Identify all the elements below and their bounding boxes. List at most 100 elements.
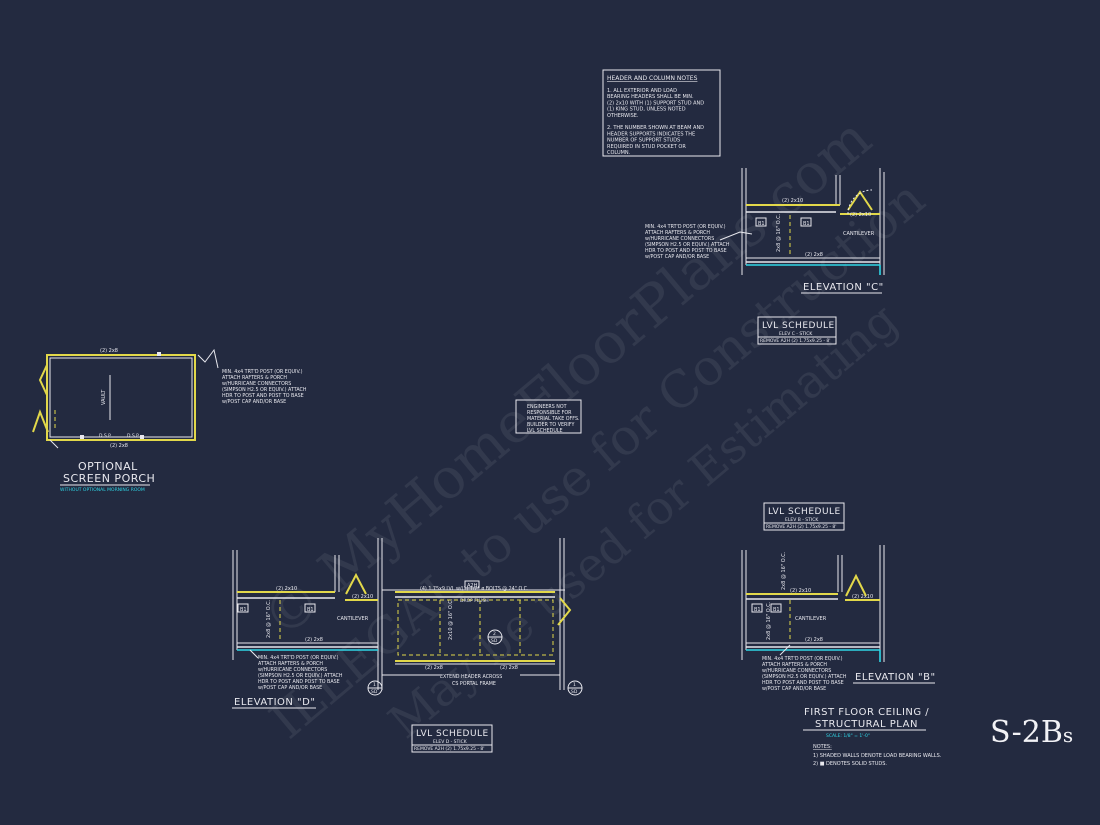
- sheet-number: S-2Bs: [990, 715, 1073, 750]
- post-note-d-line: HDR TO POST AND POST TO BASE: [258, 679, 340, 685]
- elev-b-header-label-2: (2) 2x10: [852, 594, 873, 600]
- elev-d-bottom-label: (2) 2x8: [305, 637, 323, 643]
- elev-d-extend-note-1: EXTEND HEADER ACROSS: [440, 674, 502, 680]
- elev-d-header-label-2: (2) 2x10: [352, 594, 373, 600]
- porch-dsp-1: D.S.P.: [99, 433, 112, 439]
- elev-d-section2-num: 2: [493, 631, 496, 637]
- post-note-porch-line: ATTACH RAFTERS & PORCH: [222, 375, 287, 381]
- post-note-c-line: MIN. 4x4 TRT'D POST (OR EQUIV.): [645, 224, 726, 230]
- elev-c-bottom-label: (2) 2x8: [805, 252, 823, 258]
- engineer-note-line: BUILDER TO VERIFY: [527, 422, 575, 428]
- post-note-porch-line: MIN. 4x4 TRT'D POST (OR EQUIV.): [222, 369, 303, 375]
- elev-c-tag: B1: [758, 221, 765, 227]
- post-note-d-line: w/HURRICANE CONNECTORS: [258, 667, 327, 673]
- lvl-c-row: REMOVE A2H (2) 1.75x9.25 - 8': [760, 338, 831, 344]
- elev-c-header-label: (2) 2x10: [782, 198, 803, 204]
- engineer-note-line: LVL SCHEDULE: [527, 428, 563, 434]
- elev-d-section2-sheet: SD: [491, 638, 498, 644]
- sheet-number-main: S-2B: [990, 715, 1063, 750]
- post-note-d-line: MIN. 4x4 TRT'D POST (OR EQUIV.): [258, 655, 339, 661]
- elev-d-title: ELEVATION "D": [234, 697, 315, 708]
- plan-title-1: FIRST FLOOR CEILING /: [804, 707, 929, 718]
- lvl-d-sub: ELEV D - STICK: [433, 739, 468, 745]
- post-note-c-line: HDR TO POST AND POST TO BASE: [645, 248, 727, 254]
- elev-b-tag: B1: [754, 607, 761, 613]
- elev-d-tag-2: B1: [307, 607, 314, 613]
- elev-d-portal-bottom-2: (2) 2x8: [500, 665, 518, 671]
- engineer-note-line: MATERIAL TAKE OFFS.: [527, 416, 580, 422]
- elev-d-tag: B1: [240, 607, 247, 613]
- header-note-line: 2. THE NUMBER SHOWN AT BEAM AND: [607, 125, 704, 131]
- sheet-number-suffix: s: [1062, 723, 1074, 747]
- elevation-d-framing: B1 B1 (2) 2x10 (2) 2x10 (2) 2x8 CANTILEV…: [232, 538, 583, 709]
- post-note-b-line: HDR TO POST AND POST TO BASE: [762, 680, 844, 686]
- plan-scale: SCALE: 1/8" = 1'-0": [826, 733, 870, 739]
- lvl-schedule-c: LVL SCHEDULE ELEV C - STICK REMOVE A2H (…: [757, 316, 837, 345]
- header-note-line: (1) KING STUD, UNLESS NOTED: [607, 107, 686, 113]
- post-note-b-line: ATTACH RAFTERS & PORCH: [762, 662, 827, 668]
- elev-d-drop-note: DROP FLUSH: [460, 598, 489, 604]
- elev-d-cantilever: CANTILEVER: [337, 616, 369, 622]
- elev-d-header-label: (2) 2x10: [276, 586, 297, 592]
- post-note-porch: MIN. 4x4 TRT'D POST (OR EQUIV.)ATTACH RA…: [197, 348, 307, 405]
- elev-d-extend-note-2: CS PORTAL FRAME: [452, 681, 496, 687]
- notes-item-2: 2) ■ DENOTES SOLID STUDS.: [813, 761, 887, 767]
- elev-b-joist: 2x8 @ 16" O.C.: [766, 601, 772, 640]
- engineer-note-line: RESPONSIBLE FOR: [527, 410, 572, 416]
- elev-d-portal-tag: A2H: [467, 583, 478, 589]
- porch-bottom-label: (2) 2x8: [110, 443, 128, 449]
- lvl-c-sub: ELEV C - STICK: [779, 331, 813, 337]
- header-note-line: REQUIRED IN STUD POCKET OR: [607, 144, 686, 150]
- elev-d-portal-bottom-1: (2) 2x8: [425, 665, 443, 671]
- post-note-porch-line: HDR TO POST AND POST TO BASE: [222, 393, 304, 399]
- header-note-line: COLUMN.: [607, 150, 631, 156]
- notes-block: NOTES: 1) SHADED WALLS DENOTE LOAD BEARI…: [813, 744, 942, 767]
- post-note-porch-line: w/POST CAP AND/OR BASE: [222, 399, 286, 405]
- elev-d-joist: 2x8 @ 16" O.C.: [266, 599, 272, 638]
- header-note-line: HEADER SUPPORTS INDICATES THE: [607, 131, 695, 137]
- plan-title-2: STRUCTURAL PLAN: [815, 719, 918, 730]
- elev-b-tag-2: B1: [773, 607, 780, 613]
- watermark-line-2: ILLEGAL to use for Construction: [259, 169, 936, 750]
- post-note-porch-line: (SIMPSON H2.5 OR EQUIV.) ATTACH: [222, 387, 307, 393]
- post-note-c-line: w/POST CAP AND/OR BASE: [645, 254, 709, 260]
- notes-title: NOTES:: [813, 744, 832, 750]
- post-note-d-line: ATTACH RAFTERS & PORCH: [258, 661, 323, 667]
- post-note-c-line: ATTACH RAFTERS & PORCH: [645, 230, 710, 236]
- lvl-c-title: LVL SCHEDULE: [762, 321, 835, 331]
- header-note-line: 1. ALL EXTERIOR AND LOAD: [607, 88, 677, 94]
- elev-d-section-num: 1: [373, 682, 376, 688]
- elev-b-bottom-label: (2) 2x8: [805, 637, 823, 643]
- post-note-c-line: w/HURRICANE CONNECTORS: [645, 236, 714, 242]
- header-note-line: NUMBER OF SUPPORT STUDS: [607, 138, 680, 144]
- watermark: © MyHomeFloorPlans.com ILLEGAL to use fo…: [250, 105, 936, 750]
- elev-c-tag-2: B1: [803, 221, 810, 227]
- porch-vault-label: VAULT: [101, 389, 107, 405]
- elev-d-section-num-2: 1: [573, 682, 576, 688]
- post-note-d-line: (SIMPSON H2.5 OR EQUIV.) ATTACH: [258, 673, 343, 679]
- post-note-porch-line: w/HURRICANE CONNECTORS: [222, 381, 291, 387]
- elev-b-joist-2: 2x8 @ 16" O.C.: [781, 551, 787, 590]
- porch-top-label: (2) 2x8: [100, 348, 118, 354]
- post-note-d-line: w/POST CAP AND/OR BASE: [258, 685, 322, 691]
- post-note-elev-c: MIN. 4x4 TRT'D POST (OR EQUIV.)ATTACH RA…: [645, 224, 753, 260]
- screen-porch-plan: (2) 2x8 (2) 2x8 VAULT D.S.P. D.S.P. OPTI…: [32, 348, 196, 493]
- lvl-b-title: LVL SCHEDULE: [768, 507, 841, 517]
- notes-item-1: 1) SHADED WALLS DENOTE LOAD BEARING WALL…: [813, 753, 942, 759]
- porch-title-2: SCREEN PORCH: [63, 472, 155, 485]
- post-note-b-line: MIN. 4x4 TRT'D POST (OR EQUIV.): [762, 656, 843, 662]
- elevation-b-framing: B1 B1 (2) 2x10 (2) 2x10 (2) 2x8 CANTILEV…: [741, 545, 935, 684]
- elev-c-header-label-2: (2) 2x10: [850, 212, 871, 218]
- header-notes-title: HEADER AND COLUMN NOTES: [607, 75, 698, 82]
- header-note-line: OTHERWISE.: [607, 113, 639, 119]
- elev-d-portal-beam: (4) 1.75x9 LVL w/(1) 1/2" ø BOLTS @ 24" …: [420, 586, 528, 592]
- post-note-c-line: (SIMPSON H2.5 OR EQUIV.) ATTACH: [645, 242, 730, 248]
- porch-dsp-2: D.S.P.: [127, 433, 140, 439]
- lvl-schedule-d: LVL SCHEDULE ELEV D - STICK REMOVE A2H (…: [411, 724, 493, 753]
- elev-d-section-sheet-2: SD: [571, 689, 578, 695]
- header-note-line: (2) 2x10 WITH (1) SUPPORT STUD AND: [607, 100, 704, 106]
- post-note-b-line: w/HURRICANE CONNECTORS: [762, 668, 831, 674]
